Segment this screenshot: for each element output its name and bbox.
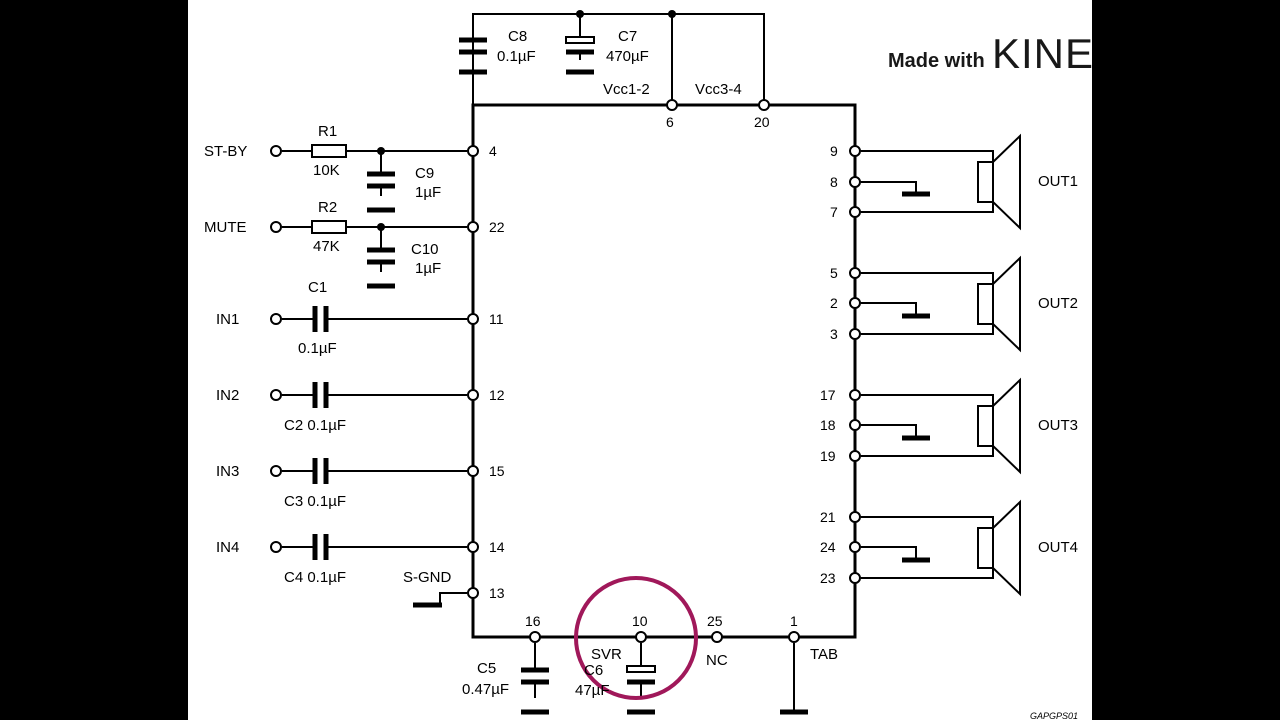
out4-label: OUT4 [1038, 539, 1078, 556]
speaker-out2 [977, 283, 994, 325]
mute-label: MUTE [204, 219, 247, 236]
out2-label: OUT2 [1038, 295, 1078, 312]
resistor-r2 [311, 220, 347, 234]
kinemaster-watermark: Made with KINE MASTER [888, 30, 1256, 77]
c4-label: C4 0.1µF [284, 569, 346, 586]
pin-18: 18 [820, 417, 836, 433]
stby-label: ST-BY [204, 143, 247, 160]
c6-label: C6 [584, 662, 603, 679]
c7-value: 470µF [606, 48, 649, 65]
capacitor-c3 [312, 458, 329, 484]
c8-label: C8 [508, 28, 527, 45]
pin-17: 17 [820, 387, 836, 403]
pin-23: 23 [820, 570, 836, 586]
nc-label: NC [706, 652, 728, 669]
c1-label: C1 [308, 279, 327, 296]
capacitor-c6 [626, 665, 656, 673]
capacitor-c7 [565, 36, 595, 44]
out3-label: OUT3 [1038, 417, 1078, 434]
c3-label: C3 0.1µF [284, 493, 346, 510]
pin-20: 20 [754, 114, 770, 130]
r1-label: R1 [318, 123, 337, 140]
r2-label: R2 [318, 199, 337, 216]
pin-19: 19 [820, 448, 836, 464]
speaker-out4 [977, 527, 994, 569]
capacitors [312, 37, 930, 715]
pin-6: 6 [666, 114, 674, 130]
c10-value: 1µF [415, 260, 441, 277]
pin-5: 5 [830, 265, 838, 281]
resistor-r1 [311, 144, 347, 158]
pin-10: 10 [632, 613, 648, 629]
in1-label: IN1 [216, 311, 239, 328]
capacitor-c2 [312, 382, 329, 408]
speaker-out1 [977, 161, 994, 203]
in2-label: IN2 [216, 387, 239, 404]
c5-value: 0.47µF [462, 681, 509, 698]
out1-label: OUT1 [1038, 173, 1078, 190]
in3-label: IN3 [216, 463, 239, 480]
capacitor-c8 [459, 37, 487, 55]
watermark-brand-master: MASTER [1092, 35, 1256, 77]
pin-16: 16 [525, 613, 541, 629]
vcc12-label: Vcc1-2 [603, 81, 650, 98]
polarized-capacitors [565, 36, 656, 673]
schematic-panel [188, 0, 1092, 720]
pin-4: 4 [489, 143, 497, 159]
pin-24: 24 [820, 539, 836, 555]
speakers [977, 133, 1021, 597]
pin-2: 2 [830, 295, 838, 311]
c9-label: C9 [415, 165, 434, 182]
c6-value: 47µF [575, 682, 610, 699]
c9-value: 1µF [415, 184, 441, 201]
pin-21: 21 [820, 509, 836, 525]
c8-value: 0.1µF [497, 48, 536, 65]
pin-numbers: 4 22 11 12 15 14 13 6 20 9 8 7 5 2 3 17 … [489, 114, 838, 629]
labels: ST-BY MUTE IN1 IN2 IN3 IN4 S-GND R1 10K … [204, 28, 1078, 699]
c5-label: C5 [477, 660, 496, 677]
ic-body [471, 103, 857, 639]
pin-13: 13 [489, 585, 505, 601]
resistors [311, 144, 347, 234]
pin-7: 7 [830, 204, 838, 220]
pin-25: 25 [707, 613, 723, 629]
capacitor-c10 [367, 247, 395, 265]
c7-label: C7 [618, 28, 637, 45]
pin-11: 11 [489, 311, 504, 327]
pin-8: 8 [830, 174, 838, 190]
r2-value: 47K [313, 238, 340, 255]
pin-3: 3 [830, 326, 838, 342]
junctions [377, 10, 676, 231]
sgnd-label: S-GND [403, 569, 452, 586]
watermark-made-with: Made with [888, 50, 985, 72]
pin-12: 12 [489, 387, 505, 403]
pin-15: 15 [489, 463, 505, 479]
pin-terminals [270, 99, 861, 643]
capacitor-c5 [521, 667, 549, 685]
c1-value: 0.1µF [298, 340, 337, 357]
pin-1: 1 [790, 613, 798, 629]
capacitor-c1 [312, 306, 329, 332]
r1-value: 10K [313, 162, 340, 179]
pin-22: 22 [489, 219, 505, 235]
speaker-out3 [977, 405, 994, 447]
in4-label: IN4 [216, 539, 239, 556]
pin-14: 14 [489, 539, 505, 555]
vcc34-label: Vcc3-4 [695, 81, 742, 98]
pin-9: 9 [830, 143, 838, 159]
figure-code: GAPGPS01 [1030, 711, 1078, 720]
svr-highlight-circle [574, 576, 698, 700]
wires [282, 13, 994, 712]
c2-label: C2 0.1µF [284, 417, 346, 434]
c10-label: C10 [411, 241, 439, 258]
svr-label: SVR [591, 646, 622, 663]
watermark-brand-kine: KINE [992, 30, 1094, 77]
tab-label: TAB [810, 646, 838, 663]
capacitor-c4 [312, 534, 329, 560]
capacitor-c9 [367, 171, 395, 189]
